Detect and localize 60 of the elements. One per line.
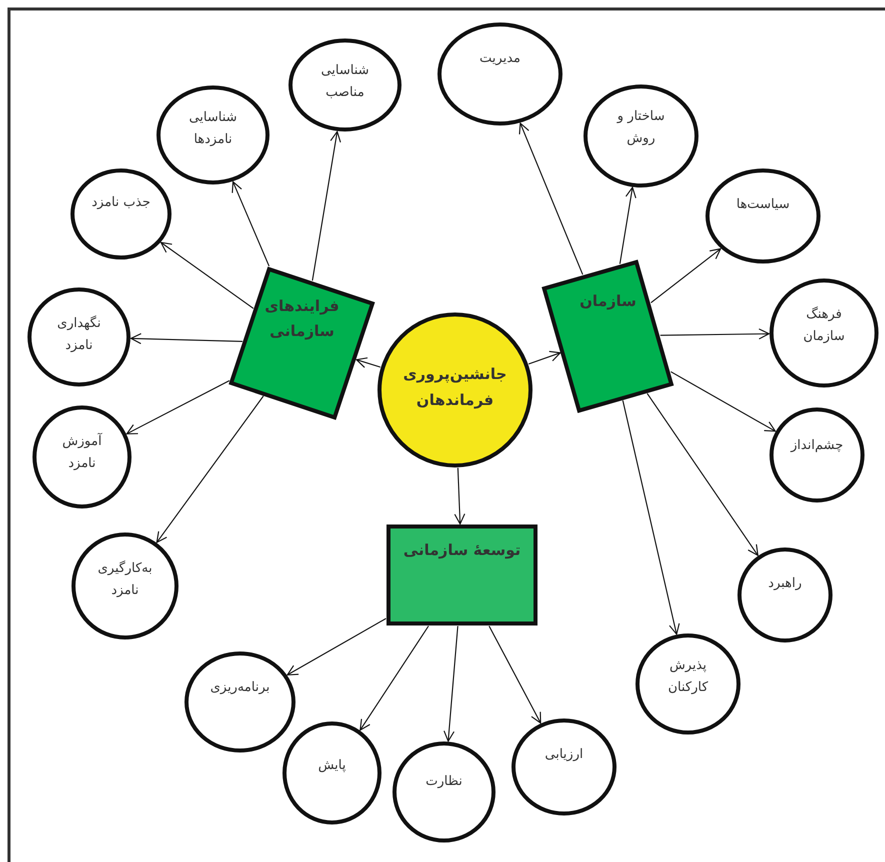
arrow xyxy=(356,357,381,368)
topic-circle xyxy=(71,532,179,640)
node-label: سازمان xyxy=(580,290,636,312)
node-label: پایش xyxy=(318,757,346,775)
category-box xyxy=(386,524,538,626)
topic-circle xyxy=(511,718,617,816)
node-label: شناسایی مناصب xyxy=(320,62,370,102)
topic-circle xyxy=(392,741,496,843)
node-label: توسعهٔ سازمانی xyxy=(403,540,521,561)
node-label: ارزیابی xyxy=(544,746,584,764)
topic-circle xyxy=(737,547,833,643)
arrow xyxy=(622,400,680,635)
node-label: راهبرد xyxy=(768,575,802,593)
node-label: برنامه‌ریزی xyxy=(210,679,270,697)
node-label: سیاست‌ها xyxy=(736,196,790,214)
arrow xyxy=(130,333,243,344)
node-label: به‌کارگیری نامزد xyxy=(96,560,154,600)
topic-circle xyxy=(70,168,172,260)
node-label: شناسایی نامزدها xyxy=(188,109,238,150)
node-label: آموزش نامزد xyxy=(61,432,104,474)
arrow xyxy=(454,468,466,525)
topic-circle xyxy=(32,405,132,509)
node-label: چشم‌انداز xyxy=(790,437,844,455)
topic-circle xyxy=(769,407,865,503)
topic-circle xyxy=(635,633,741,735)
node-label: مدیریت xyxy=(480,50,520,68)
arrow xyxy=(360,626,429,731)
arrow xyxy=(518,122,584,275)
arrow xyxy=(286,618,386,676)
arrow xyxy=(670,371,776,432)
arrow xyxy=(650,248,722,304)
topic-circle xyxy=(156,85,270,185)
node-label: نظارت xyxy=(426,773,462,791)
node-label: جانشین‌پروری فرماندهان xyxy=(402,364,508,411)
arrow xyxy=(528,350,561,365)
node-label: نگهداری نامزد xyxy=(56,314,102,356)
arrow xyxy=(126,380,230,434)
node-label: فرهنگ سازمان xyxy=(802,306,846,346)
topic-circle xyxy=(769,278,879,388)
node-label: فرایندهای سازمانی xyxy=(264,296,340,342)
topic-circle xyxy=(288,38,402,132)
topic-circle xyxy=(583,84,699,188)
arrow xyxy=(232,181,270,266)
arrow xyxy=(646,393,758,556)
node-label: ساختار و روش xyxy=(616,108,666,148)
topic-circle xyxy=(437,22,563,126)
arrow xyxy=(619,186,636,264)
arrow xyxy=(488,626,542,724)
node-label: جذب نامزد xyxy=(92,194,150,212)
arrow xyxy=(660,328,770,340)
central-circle xyxy=(377,312,533,468)
topic-circle xyxy=(184,651,296,753)
arrow xyxy=(312,131,342,281)
arrow xyxy=(444,626,458,742)
node-label: پذیرش کارکنان xyxy=(666,657,710,698)
topic-circle xyxy=(282,721,382,825)
topic-circle xyxy=(705,168,821,264)
topic-circle xyxy=(27,287,131,387)
arrow xyxy=(160,242,254,309)
arrow xyxy=(156,396,264,543)
